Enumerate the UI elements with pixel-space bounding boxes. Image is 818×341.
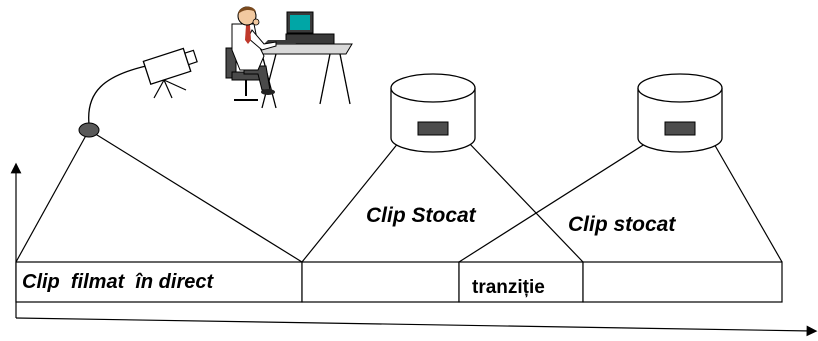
disk-storage-icon	[390, 73, 476, 153]
camera-projection-left	[15, 129, 90, 263]
storage-2-projection-left	[458, 141, 649, 263]
time-axis	[15, 317, 818, 337]
stored-clip-label-1: Clip Stocat	[366, 204, 477, 227]
video-camera-icon	[78, 47, 198, 138]
timeline-segment-stored-1	[301, 261, 460, 303]
live-clip-label: Clip filmat în direct	[22, 271, 214, 293]
camera-node	[78, 122, 100, 138]
storage-1-projection-left	[301, 141, 400, 263]
timeline-segment-transition	[458, 261, 584, 303]
storage-1-projection-right	[467, 141, 584, 263]
camera-projection-right	[88, 129, 303, 263]
transition-label: tranziție	[472, 277, 545, 298]
stored-clip-label-2: Clip stocat	[568, 213, 676, 236]
disk-storage-icon	[637, 73, 723, 153]
timeline-segment-stored-2	[582, 261, 783, 303]
storage-2-projection-right	[712, 141, 783, 263]
person-at-computer-icon	[225, 6, 353, 109]
